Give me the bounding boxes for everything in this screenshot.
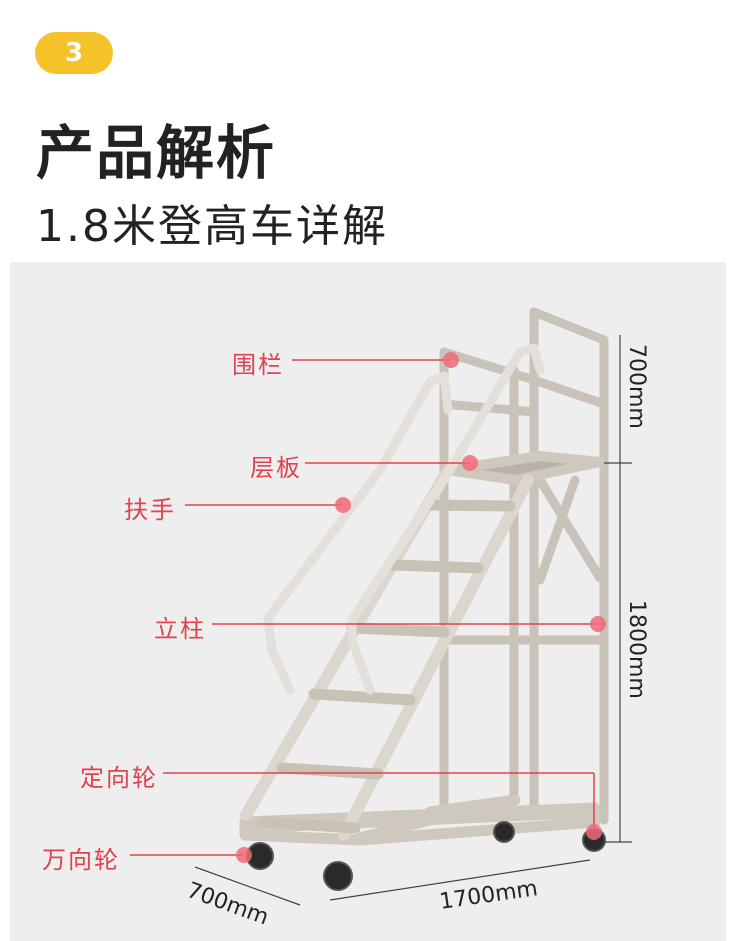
base-frame — [239, 794, 602, 846]
page-subtitle: 1.8米登高车详解 — [36, 201, 388, 252]
callout-swivel-wheel: 万向轮 — [42, 846, 120, 874]
marker-handrail — [335, 497, 351, 513]
stair-stringers — [240, 464, 534, 841]
callout-markers — [236, 352, 606, 863]
callout-handrail: 扶手 — [124, 496, 176, 524]
marker-swivel-wheel — [236, 847, 252, 863]
marker-column — [590, 616, 606, 632]
marker-platform — [462, 455, 478, 471]
dimension-rail-height: 700mm — [624, 344, 649, 429]
dimension-lines — [194, 335, 632, 906]
marker-guardrail — [443, 352, 459, 368]
step-number-badge: 3 — [35, 32, 113, 74]
callout-leaders — [130, 359, 598, 856]
stair-steps — [256, 499, 516, 834]
callout-platform: 层板 — [250, 454, 302, 482]
callout-column: 立柱 — [154, 615, 206, 643]
marker-fixed-wheel — [586, 824, 602, 840]
callout-guardrail: 围栏 — [232, 351, 284, 379]
platform-deck — [443, 451, 605, 485]
callout-fixed-wheel: 定向轮 — [80, 764, 158, 792]
rear-frame — [439, 307, 609, 825]
handrail — [263, 343, 545, 695]
dimension-platform-height: 1800mm — [624, 600, 649, 699]
page-title: 产品解析 — [36, 119, 277, 187]
